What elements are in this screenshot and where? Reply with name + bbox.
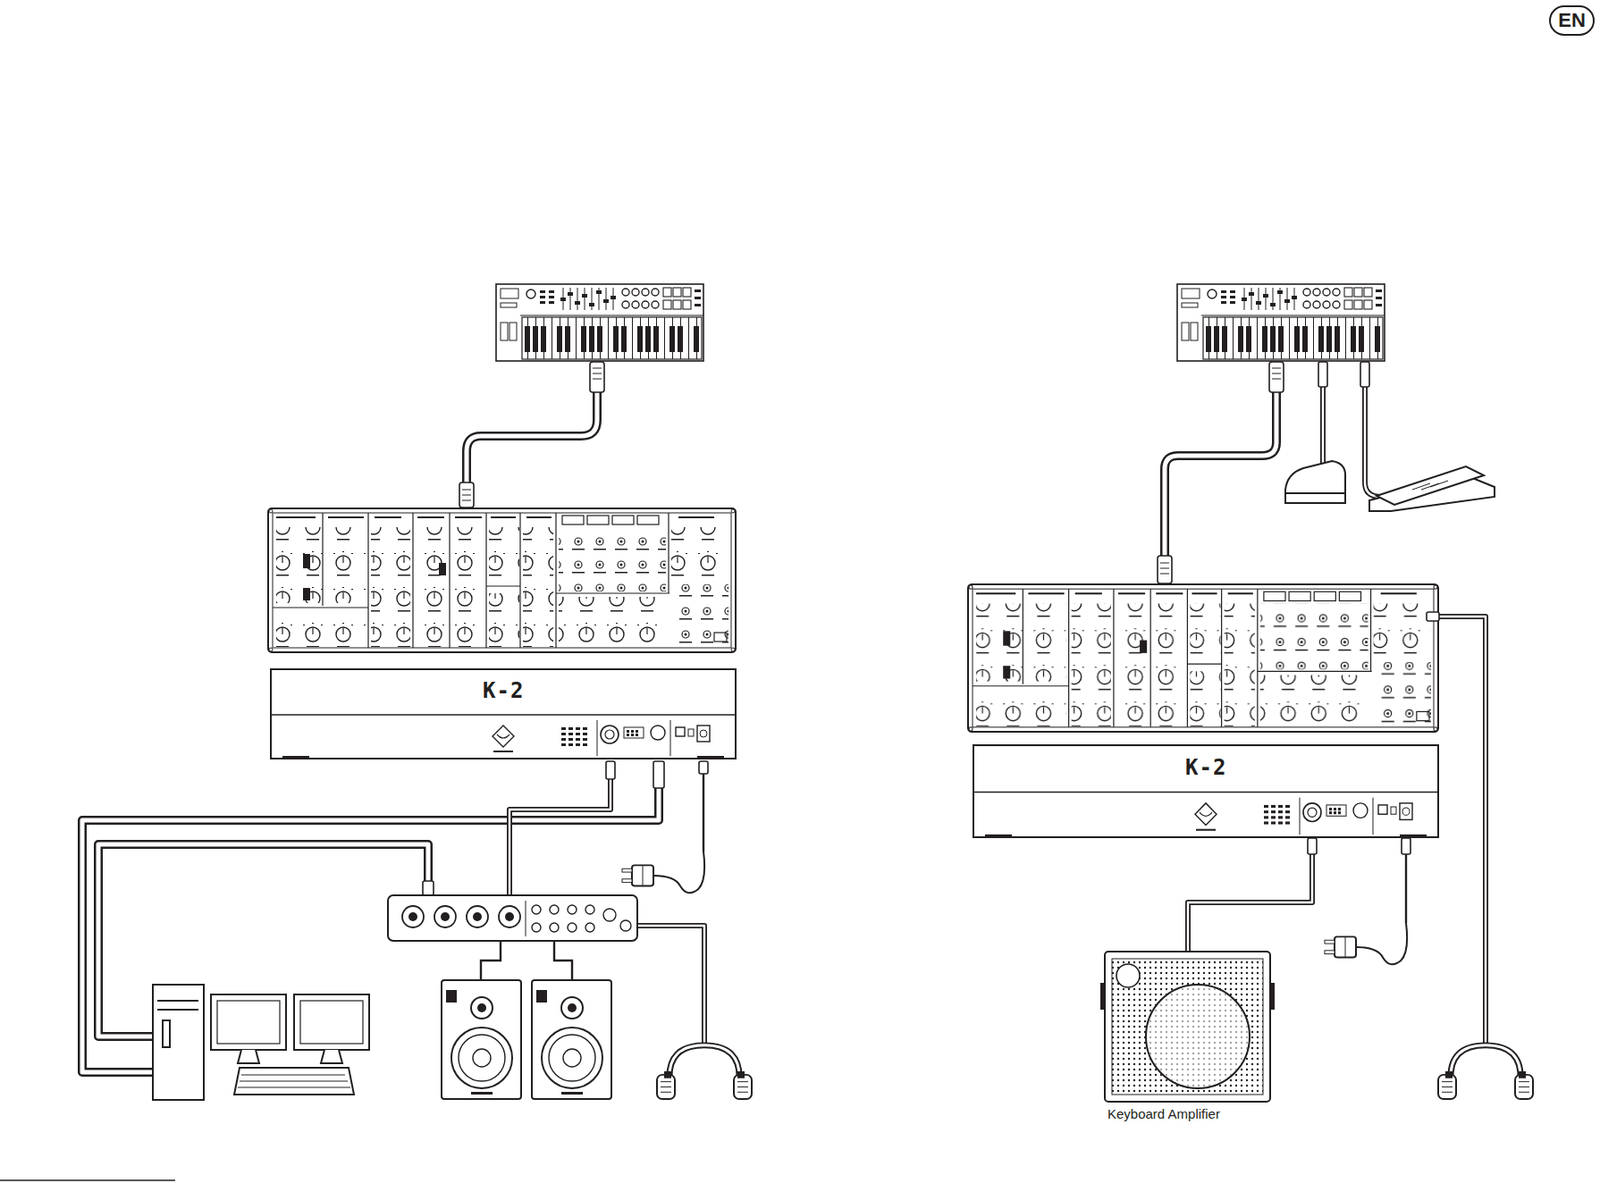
device-label: Keyboard Amplifier [1105,1107,1222,1123]
language-badge: EN [1549,5,1595,36]
model-logo: K-2 [1183,756,1229,780]
badge-text: EN [1557,10,1586,31]
model-logo: K-2 [480,679,526,703]
